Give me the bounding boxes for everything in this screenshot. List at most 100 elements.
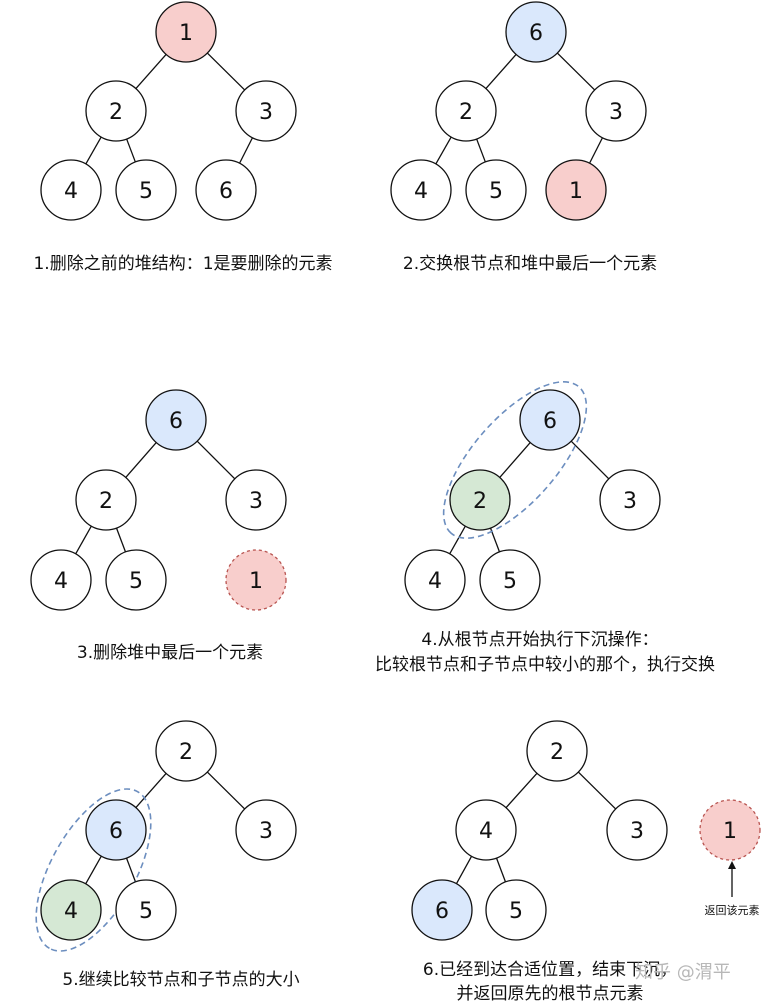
heap-node: 3: [235, 80, 297, 142]
tree-edge: [125, 442, 157, 478]
heap-node: 1: [545, 159, 607, 221]
return-arrow-head: [728, 861, 736, 869]
heap-node-circle: [505, 1, 567, 63]
heap-node-value: 5: [139, 179, 153, 204]
panel-4-caption-line-2: 比较根节点和子节点中较小的那个，执行交换: [375, 655, 715, 675]
heap-node-circle: [40, 879, 102, 941]
tree-edge: [135, 54, 167, 89]
heap-node-circle: [235, 799, 297, 861]
heap-node: 5: [115, 159, 177, 221]
heap-node: 1: [699, 799, 761, 861]
heap-node-value: 2: [109, 100, 123, 125]
panel-1-caption: 1.删除之前的堆结构：1是要删除的元素: [33, 254, 332, 274]
heap-node: 4: [390, 159, 452, 221]
heap-node-circle: [465, 159, 527, 221]
heap-node-circle: [115, 159, 177, 221]
heap-node-circle: [449, 469, 511, 531]
heap-node-value: 6: [169, 409, 183, 434]
heap-node-value: 5: [503, 569, 517, 594]
heap-node: 6: [505, 1, 567, 63]
tree-edge: [570, 440, 610, 480]
heap-node: 3: [606, 799, 668, 861]
tree-edge: [135, 773, 167, 808]
heap-node-circle: [545, 159, 607, 221]
tree-edge: [449, 525, 466, 555]
tree-edge: [196, 440, 236, 480]
heap-node: 6: [85, 799, 147, 861]
heap-node: 2: [435, 80, 497, 142]
heap-node: 2: [85, 80, 147, 142]
tree-edge: [126, 138, 136, 163]
heap-node-value: 2: [550, 740, 564, 765]
tree-edge: [206, 771, 246, 810]
heap-node-value: 4: [64, 179, 78, 204]
panel-3-caption: 3.删除堆中最后一个元素: [77, 643, 263, 663]
swap-highlight-ellipse: [442, 381, 588, 539]
heap-node-value: 2: [459, 100, 473, 125]
tree-edge: [495, 857, 507, 883]
panel-6-caption-line-1: 6.已经到达合适位置，结束下沉，: [423, 960, 677, 980]
panel-5-caption: 5.继续比较节点和子节点的大小: [62, 970, 299, 990]
heap-node-value: 5: [139, 899, 153, 924]
tree-edge: [85, 136, 102, 165]
tree-edge: [476, 138, 486, 163]
heap-node: 4: [40, 879, 102, 941]
tree-edge: [115, 527, 127, 553]
heap-node-circle: [40, 159, 102, 221]
tree-edge: [588, 137, 604, 164]
heap-node-value: 1: [249, 569, 263, 594]
heap-node-value: 2: [99, 489, 113, 514]
heap-node: 2: [449, 469, 511, 531]
heap-node-value: 3: [249, 489, 263, 514]
heap-node-value: 3: [630, 819, 644, 844]
tree-edge: [85, 855, 102, 885]
panel-4-caption-line-1: 4.从根节点开始执行下沉操作：: [421, 630, 658, 650]
heap-node: 6: [145, 389, 207, 451]
heap-node-value: 2: [179, 740, 193, 765]
heap-node-value: 6: [529, 21, 543, 46]
tree-edge: [435, 136, 452, 165]
heap-node: 6: [195, 159, 257, 221]
heap-node: 2: [526, 720, 588, 782]
heap-node: 5: [465, 159, 527, 221]
panel-6-caption-line-2: 并返回原先的根节点元素: [457, 984, 644, 1004]
heap-node: 5: [115, 879, 177, 941]
tree-edge: [125, 857, 137, 883]
heap-node-value: 4: [414, 179, 428, 204]
heap-node-circle: [585, 80, 647, 142]
heap-node-circle: [85, 80, 147, 142]
heap-node-value: 4: [428, 569, 442, 594]
heap-node-circle: [225, 469, 287, 531]
heap-node-value: 6: [543, 409, 557, 434]
heap-node-value: 6: [435, 899, 449, 924]
heap-node-circle: [485, 879, 547, 941]
heap-node-circle: [145, 389, 207, 451]
heap-node: 5: [479, 549, 541, 611]
heap-node-circle: [155, 720, 217, 782]
heap-node-value: 4: [54, 569, 68, 594]
tree-edge: [75, 525, 92, 555]
heap-node-circle: [105, 549, 167, 611]
heap-node-circle: [599, 469, 661, 531]
heap-node-value: 3: [623, 489, 637, 514]
heap-node-circle: [699, 799, 761, 861]
heap-node-circle: [235, 80, 297, 142]
heap-node: 2: [75, 469, 137, 531]
heap-node-circle: [479, 549, 541, 611]
tree-edge: [556, 52, 596, 91]
heap-node-circle: [30, 549, 92, 611]
heap-node-value: 5: [509, 899, 523, 924]
return-label: 返回该元素: [705, 903, 760, 917]
tree-edge: [206, 52, 246, 91]
tree-edge: [577, 771, 617, 810]
heap-node-value: 1: [179, 21, 193, 46]
heap-node-circle: [404, 549, 466, 611]
tree-edge: [238, 137, 254, 164]
heap-node: 2: [155, 720, 217, 782]
heap-node: 4: [40, 159, 102, 221]
heap-node-circle: [606, 799, 668, 861]
heap-node-value: 6: [109, 819, 123, 844]
heap-node-value: 6: [219, 179, 233, 204]
